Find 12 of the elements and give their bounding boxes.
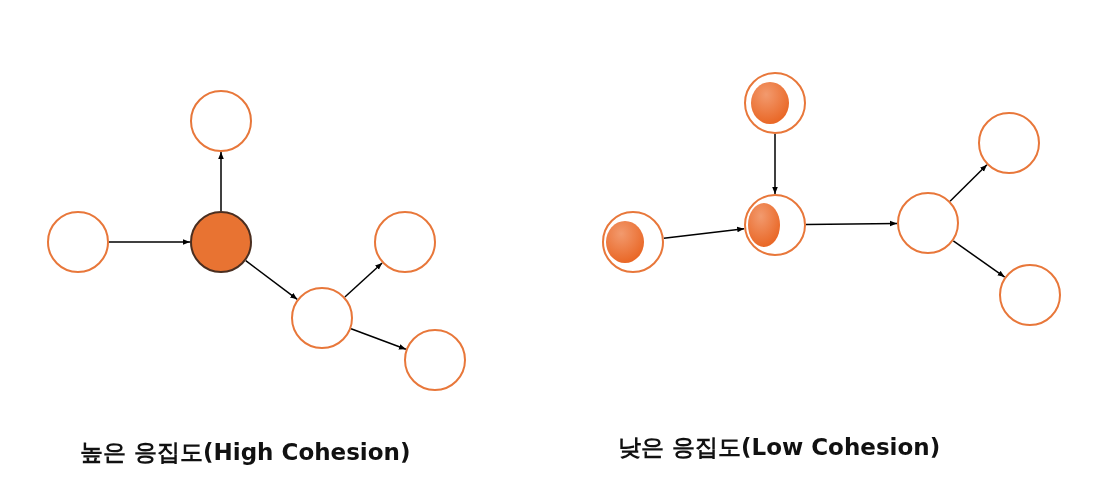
arrow [218,151,224,212]
arrow [949,164,988,202]
arrow [772,133,778,195]
arrow [805,220,898,227]
arrow [245,259,298,301]
arrow [663,226,745,240]
arrow [108,239,191,245]
arrow [350,328,407,350]
arrow [344,262,383,298]
caption-text: 낮은 응집도(Low Cohesion) [618,433,941,462]
caption-text: 높은 응집도(High Cohesion) [80,438,411,467]
arrow [952,240,1006,278]
